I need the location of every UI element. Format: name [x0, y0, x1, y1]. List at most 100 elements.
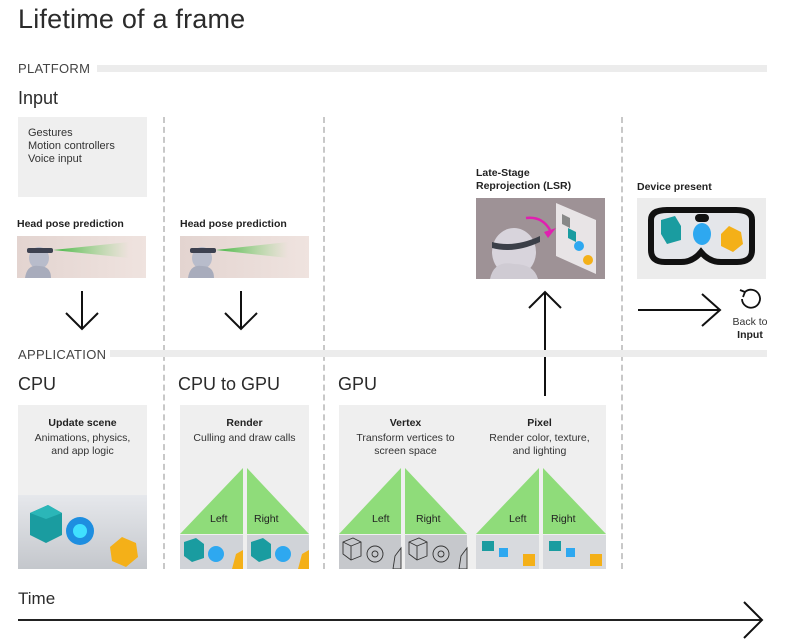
- right-arrow-icon: [638, 293, 722, 327]
- panel-desc: Render color, texture,: [489, 432, 590, 444]
- stage-title-cpu-to-gpu: CPU to GPU: [178, 374, 281, 394]
- vertex-right-frustum: [405, 468, 467, 534]
- up-arrow-icon: [528, 290, 562, 396]
- plane-sphere: [574, 241, 584, 251]
- vertex-header: Vertex Transform vertices to screen spac…: [339, 405, 472, 458]
- pixelated-gem: [523, 554, 535, 566]
- panel-desc: and app logic: [51, 445, 114, 457]
- shoulder-shape: [490, 263, 538, 279]
- gem-shape: [232, 550, 243, 569]
- headset-band: [27, 248, 53, 253]
- prediction-beam: [53, 242, 129, 258]
- panel-title: Vertex: [389, 417, 422, 429]
- reprojection-arrowhead: [544, 228, 556, 238]
- eye-label-right: Right: [416, 513, 441, 525]
- time-arrow-icon: [18, 601, 764, 639]
- sphere-shape: [208, 546, 224, 562]
- pixelated-gem: [590, 554, 602, 566]
- column-separator: [323, 117, 325, 569]
- panel-desc: Animations, physics,: [34, 432, 131, 444]
- gem-shape: [298, 550, 309, 569]
- gpu-panel: Vertex Transform vertices to screen spac…: [339, 405, 606, 569]
- shoulder-shape: [25, 265, 51, 278]
- panel-desc: Culling and draw calls: [193, 432, 296, 444]
- panel-title: Pixel: [527, 417, 552, 429]
- head-pose-label: Head pose prediction: [17, 218, 124, 230]
- time-arrowhead: [743, 601, 764, 639]
- eye-label-left: Left: [372, 513, 390, 525]
- back-to-input-label: Back to Input: [726, 316, 774, 342]
- cube-shape: [184, 538, 204, 562]
- column-separator: [163, 117, 165, 569]
- right-eye-frustum: [247, 468, 309, 534]
- application-section-label: APPLICATION: [18, 347, 107, 362]
- input-title: Input: [18, 88, 59, 108]
- lsr-label-line2: Reprojection (LSR): [476, 180, 572, 192]
- application-section-bar: [110, 350, 767, 357]
- panel-desc: screen space: [374, 445, 437, 457]
- lsr-illustration: [490, 203, 596, 279]
- wireframe-left: [342, 537, 402, 569]
- panel-desc: Transform vertices to: [356, 432, 455, 444]
- scene-illustration: [30, 505, 138, 567]
- gpu-frustums: [339, 468, 606, 569]
- eye-label-left: Left: [509, 513, 527, 525]
- down-arrow-icon: [224, 291, 258, 331]
- render-frustums: [180, 468, 309, 569]
- pixelated-sphere: [499, 548, 508, 557]
- head-pose-prediction-image: [180, 236, 309, 278]
- render-panel: Render Culling and draw calls Left Right: [180, 405, 309, 569]
- prediction-beam: [216, 242, 288, 258]
- eye-label-left: Left: [210, 513, 228, 525]
- pixel-left-frustum: [476, 468, 539, 534]
- plane-item: [562, 214, 570, 228]
- gem-shape: [721, 226, 743, 252]
- panel-desc: and lighting: [512, 445, 567, 457]
- back-to-line: Back to: [732, 316, 768, 328]
- sphere-highlight: [73, 524, 87, 538]
- head-pose-illustration: [25, 242, 129, 278]
- pixelated-cube: [482, 541, 494, 551]
- cube-shape: [661, 216, 681, 244]
- headset-illustration: [648, 207, 755, 265]
- panel-title: Update scene: [48, 417, 117, 429]
- vertex-left-scene: [339, 535, 401, 569]
- vertex-right-scene: [405, 535, 467, 569]
- plane-gem: [583, 255, 593, 265]
- update-scene-panel: Update scene Animations, physics, and ap…: [18, 405, 147, 569]
- page-title: Lifetime of a frame: [18, 4, 246, 34]
- cube-top: [30, 505, 62, 519]
- headset-band: [492, 236, 540, 250]
- sphere-shape: [275, 546, 291, 562]
- pixel-right-frustum: [543, 468, 606, 534]
- lsr-label-line1: Late-Stage: [476, 167, 530, 179]
- platform-section-label: PLATFORM: [18, 61, 91, 76]
- eye-label-right: Right: [254, 513, 279, 525]
- stage-title-cpu: CPU: [18, 374, 57, 394]
- headset-band: [190, 248, 216, 253]
- eye-label-right: Right: [551, 513, 576, 525]
- head-pose-label: Head pose prediction: [180, 218, 287, 230]
- platform-section-bar: [97, 65, 767, 72]
- cube-shape: [251, 538, 271, 562]
- input-sources-box: Gestures Motion controllers Voice input: [18, 117, 147, 197]
- stage-title-gpu: GPU: [338, 374, 378, 394]
- shoulder-shape: [188, 265, 214, 278]
- gem-shape: [110, 537, 138, 567]
- lsr-label: Late-Stage Reprojection (LSR): [476, 167, 571, 193]
- pixelated-cube: [549, 541, 561, 551]
- left-eye-frustum: [180, 468, 243, 534]
- input-item-gestures: Gestures: [28, 127, 73, 139]
- input-item-motion-controllers: Motion controllers: [28, 140, 115, 152]
- panel-title: Render: [226, 417, 263, 429]
- input-line: Input: [737, 329, 763, 341]
- down-arrow-icon: [65, 291, 99, 331]
- sphere-shape: [693, 223, 711, 245]
- wireframe-right: [408, 537, 468, 569]
- pixel-header: Pixel Render color, texture, and lightin…: [473, 405, 606, 458]
- headset-view-image: [637, 198, 766, 279]
- reprojection-arrow: [525, 216, 552, 231]
- sensor-shape: [695, 214, 709, 222]
- plane-cube: [568, 228, 576, 242]
- scene-image: [18, 495, 147, 569]
